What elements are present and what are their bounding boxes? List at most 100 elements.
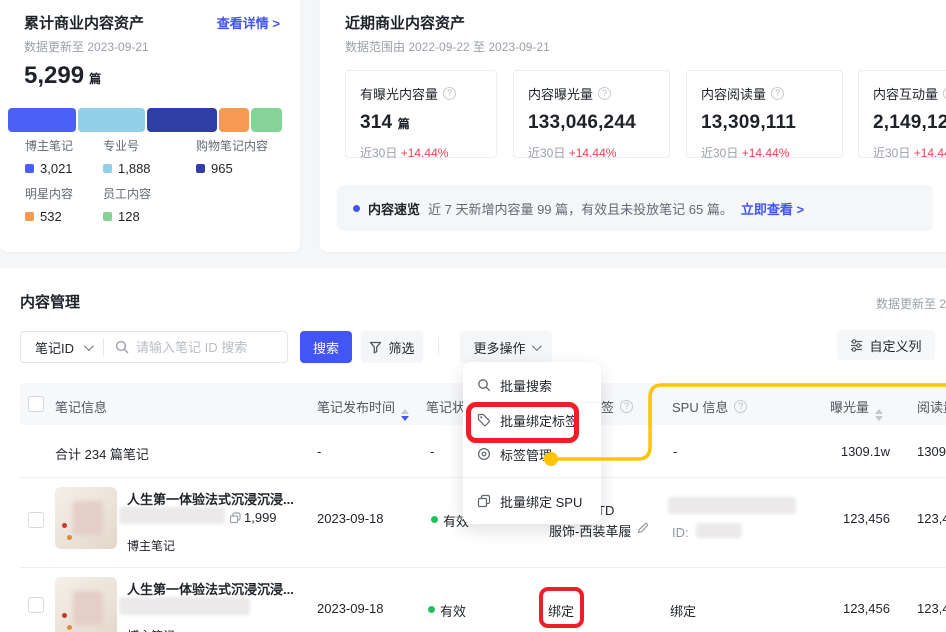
note-title[interactable]: 人生第一体验法式沉浸沉浸... <box>127 582 294 597</box>
note-status: 有效 <box>440 604 467 619</box>
tag-text-line1: TD <box>597 503 615 518</box>
summary-spu: - <box>673 444 678 459</box>
more-actions-menu: 批量搜索 批量绑定标签 标签管理 批量绑定 SPU <box>463 362 601 524</box>
censored-text <box>696 523 742 538</box>
metric-exposure: 内容曝光量? 133,046,244 近30日 +14.44% <box>513 70 670 160</box>
search-type-select[interactable]: 笔记ID <box>21 338 103 357</box>
metric-exposed-content: 有曝光内容量? 314 篇 近30日 +14.44% <box>345 70 497 160</box>
view-details-link[interactable]: 查看详情 > <box>216 16 280 31</box>
bind-spu-link[interactable]: 绑定 <box>670 604 697 619</box>
table-updated-text: 数据更新至 2 <box>876 297 946 311</box>
chevron-down-icon <box>531 340 542 351</box>
help-icon[interactable]: ? <box>443 87 457 100</box>
metric-reads: 内容阅读量? 13,309,111 近30日 +14.44% <box>686 70 843 160</box>
note-type: 博主笔记 <box>127 539 176 553</box>
row-checkbox[interactable] <box>28 512 44 528</box>
help-icon[interactable]: ? <box>598 87 612 100</box>
row-divider <box>20 567 946 568</box>
more-actions-button[interactable]: 更多操作 <box>460 331 552 363</box>
summary-label: 合计 234 篇笔记 <box>55 447 149 462</box>
legend-swatch <box>25 164 34 173</box>
divider <box>103 338 105 356</box>
menu-item-tag-management[interactable]: 标签管理 <box>463 437 601 471</box>
menu-item-batch-bind-tag[interactable]: 批量绑定标签 <box>463 403 601 437</box>
bar-segment <box>250 108 282 132</box>
censored-text <box>668 497 796 514</box>
bar-segment <box>218 108 249 132</box>
card-title: 近期商业内容资产 <box>345 15 466 32</box>
tag-icon <box>477 413 491 427</box>
row-checkbox[interactable] <box>28 597 44 613</box>
col-reads: 阅读量 <box>917 400 946 415</box>
menu-divider <box>463 477 601 478</box>
legend-swatch <box>103 212 112 221</box>
search-group: 笔记ID <box>20 331 288 363</box>
copy-icon <box>477 494 491 508</box>
legend-swatch <box>196 164 205 173</box>
summary-publish: - <box>317 444 322 459</box>
recent-assets-card: 近期商业内容资产 数据范围由 2022-09-22 至 2023-09-21 有… <box>320 0 946 252</box>
notice-dot-icon <box>353 204 360 212</box>
publish-date: 2023-09-18 <box>317 601 384 616</box>
metric-interactions: 内容互动量? 2,149,124 近30日 +14.44% <box>858 70 946 160</box>
filter-button[interactable]: 筛选 <box>361 331 423 363</box>
note-type: 博主笔记 <box>127 627 175 632</box>
bind-tag-link[interactable]: 绑定 <box>548 604 575 619</box>
note-status: 有效 <box>443 514 470 529</box>
trend-value: +14.44% <box>568 146 617 160</box>
cumulative-assets-card: 累计商业内容资产 查看详情 > 数据更新至 2023-09-21 5,299 篇… <box>0 0 300 252</box>
help-icon[interactable]: ? <box>620 400 634 413</box>
col-exposure[interactable]: 曝光量 <box>830 397 884 421</box>
note-title[interactable]: 人生第一体验法式沉浸沉浸... <box>127 492 294 507</box>
col-note-info: 笔记信息 <box>55 400 108 415</box>
help-icon[interactable]: ? <box>771 87 785 100</box>
search-button[interactable]: 搜索 <box>300 331 352 363</box>
edit-pencil-icon[interactable] <box>637 522 649 534</box>
reads-value: 123,4 <box>917 511 946 526</box>
legend-swatch <box>103 164 112 173</box>
trend-value: +14.44% <box>400 146 449 160</box>
bar-segment <box>147 108 217 132</box>
col-publish-time[interactable]: 笔记发布时间 <box>317 397 410 421</box>
trend-value: +14.44% <box>741 146 790 160</box>
sort-icon[interactable] <box>875 409 884 421</box>
trend-value: +14.44% <box>913 146 946 160</box>
publish-date: 2023-09-18 <box>317 511 384 526</box>
status-dot-icon <box>431 516 438 523</box>
legend-item: 员工内容 128 <box>103 187 152 224</box>
divider <box>438 337 439 355</box>
search-input[interactable] <box>136 339 287 355</box>
select-all-checkbox[interactable] <box>28 396 44 412</box>
censored-area <box>73 501 103 535</box>
chevron-down-icon <box>83 340 94 351</box>
funnel-icon <box>370 341 382 353</box>
exposure-value: 123,456 <box>843 511 890 526</box>
help-icon[interactable]: ? <box>734 400 748 413</box>
summary-status: - <box>430 444 435 459</box>
spu-id-label: ID: <box>672 525 689 540</box>
col-spu-info: SPU 信息? <box>672 397 748 416</box>
notice-view-link[interactable]: 立即查看 > <box>740 201 805 217</box>
custom-columns-button[interactable]: 自定义列 <box>837 330 935 360</box>
note-thumbnail[interactable] <box>55 487 117 549</box>
censored-area <box>73 591 103 625</box>
note-price: 1,999 <box>244 510 277 525</box>
data-updated-text: 数据更新至 2023-09-21 <box>24 40 149 54</box>
bar-segment <box>78 108 146 132</box>
search-icon <box>478 379 491 392</box>
legend-item: 博主笔记 3,021 <box>25 139 74 176</box>
exposure-value: 123,456 <box>843 601 890 616</box>
data-range-text: 数据范围由 2022-09-22 至 2023-09-21 <box>345 40 550 54</box>
status-dot-icon <box>428 606 435 613</box>
menu-item-batch-search[interactable]: 批量搜索 <box>463 368 601 402</box>
censored-text <box>119 507 225 524</box>
note-thumbnail[interactable] <box>55 577 117 632</box>
search-icon <box>115 340 129 354</box>
sort-icon[interactable] <box>401 409 410 421</box>
notice-text: 近 7 天新增内容量 99 篇，有效且未投放笔记 65 篇。 <box>428 201 733 217</box>
menu-item-batch-bind-spu[interactable]: 批量绑定 SPU <box>463 484 601 518</box>
section-title: 内容管理 <box>20 294 81 311</box>
legend-item: 明星内容 532 <box>25 187 74 224</box>
notice-label: 内容速览 <box>368 201 421 217</box>
card-title: 累计商业内容资产 <box>24 15 145 32</box>
